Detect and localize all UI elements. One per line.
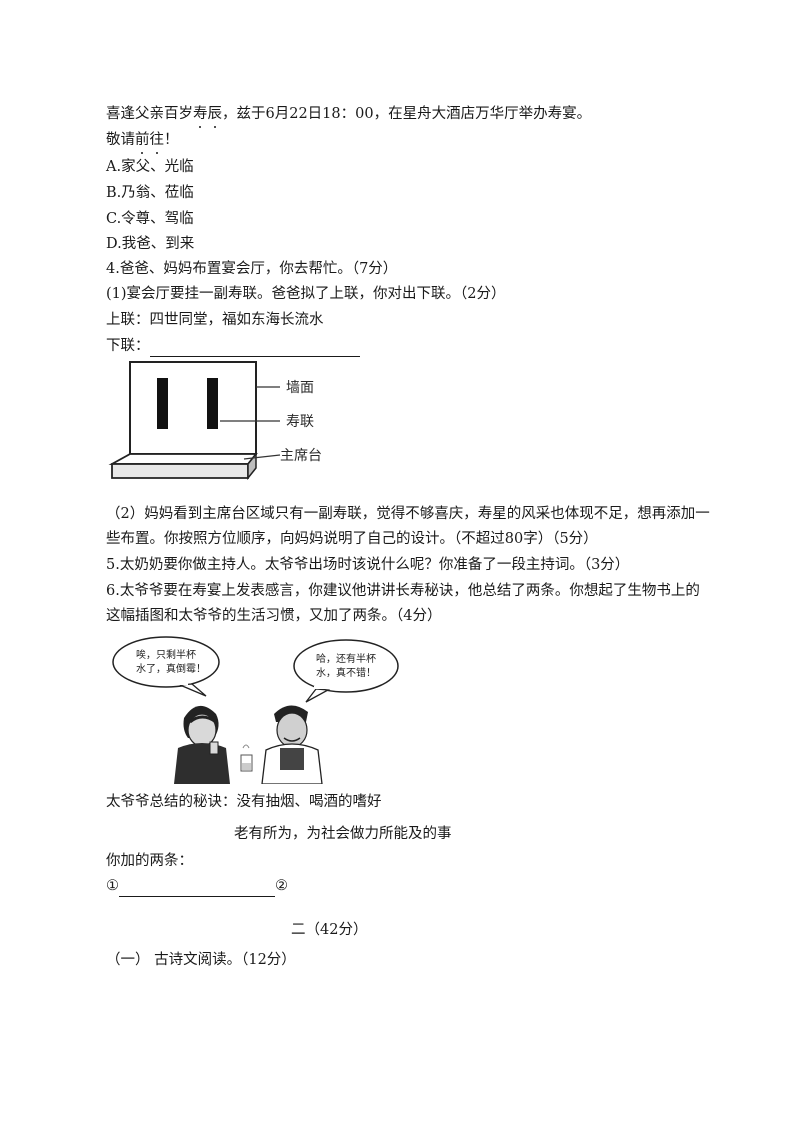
label-wall: 墙面 bbox=[286, 380, 314, 396]
upper-couplet: 上联：四世同堂，福如东海长流水 bbox=[106, 312, 324, 328]
right-speech-bubble bbox=[293, 639, 399, 693]
lower-couplet-blank[interactable] bbox=[149, 336, 360, 357]
question-6-line1: 6.太爷爷要在寿宴上发表感言，你建议他讲讲长寿秘诀，他总结了两条。你想起了生物书… bbox=[106, 583, 700, 599]
stage-diagram: 墙面 寿联 主席台 bbox=[108, 358, 368, 484]
optimist-figure bbox=[261, 705, 323, 784]
question-4-sub1: (1)宴会厅要挂一副寿联。爸爸拟了上联，你对出下联。（2分） bbox=[106, 286, 506, 302]
question-4-sub2-line2: 些布置。你按照方位顺序，向妈妈说明了自己的设计。（不超过80字）（5分） bbox=[106, 531, 598, 547]
section-2-sub: （一） 古诗文阅读。（12分） bbox=[106, 952, 296, 968]
label-couplet: 寿联 bbox=[286, 413, 314, 430]
question-4-sub2-line1: （2）妈妈看到主席台区域只有一副寿联，觉得不够喜庆，寿星的风采也体现不足，想再添… bbox=[106, 506, 710, 522]
invitation-line-1: 喜逢父亲百岁寿辰，兹于6月22日18：00，在星舟大酒店万华厅举办寿宴。 bbox=[106, 106, 592, 122]
left-speech-bubble bbox=[112, 636, 220, 688]
answer-blank-1[interactable] bbox=[119, 876, 275, 897]
half-glass bbox=[240, 744, 253, 772]
stage-front bbox=[111, 463, 249, 479]
question-4-title: 4.爸爸、妈妈布置宴会厅，你去帮忙。（7分） bbox=[106, 261, 398, 277]
added-items-line: ① ② bbox=[106, 876, 288, 897]
question-6-line2: 这幅插图和太爷爷的生活习惯，又加了两条。（4分） bbox=[106, 608, 442, 624]
pessimist-figure bbox=[174, 705, 230, 784]
option-b: B.乃翁、莅临 bbox=[106, 185, 194, 201]
secret-1: 太爷爷总结的秘诀：没有抽烟、喝酒的嗜好 bbox=[106, 794, 382, 810]
left-bubble-text-1: 唉，只剩半杯 bbox=[136, 648, 196, 661]
section-2-title: 二（42分） bbox=[291, 922, 368, 938]
secret-2: 老有所为，为社会做力所能及的事 bbox=[234, 826, 452, 842]
option-c: C.令尊、驾临 bbox=[106, 211, 194, 227]
added-label: 你加的两条： bbox=[106, 853, 193, 869]
left-bubble-text-2: 水了，真倒霉！ bbox=[136, 662, 206, 675]
half-glass-cartoon: 唉，只剩半杯 水了，真倒霉！ 哈，还有半杯 水，真不错！ bbox=[106, 630, 446, 784]
mark-1: ① bbox=[106, 878, 119, 894]
right-bubble-text-1: 哈，还有半杯 bbox=[316, 652, 376, 665]
invitation-line-2: 敬请前往！ bbox=[106, 132, 179, 148]
stage-top bbox=[108, 453, 258, 465]
lower-couplet: 下联： bbox=[106, 336, 360, 357]
option-a: A.家父、光临 bbox=[106, 159, 194, 175]
wall-rect bbox=[129, 361, 257, 455]
couplet-left bbox=[157, 378, 168, 429]
couplet-right bbox=[207, 378, 218, 429]
label-stage: 主席台 bbox=[280, 448, 322, 464]
question-5: 5.太奶奶要你做主持人。太爷爷出场时该说什么呢？你准备了一段主持词。（3分） bbox=[106, 557, 630, 573]
lower-couplet-label: 下联： bbox=[106, 338, 150, 354]
mark-2: ② bbox=[275, 878, 288, 894]
stage-pointer bbox=[243, 454, 281, 460]
right-bubble-text-2: 水，真不错！ bbox=[316, 666, 376, 679]
option-d: D.我爸、到来 bbox=[106, 236, 195, 252]
